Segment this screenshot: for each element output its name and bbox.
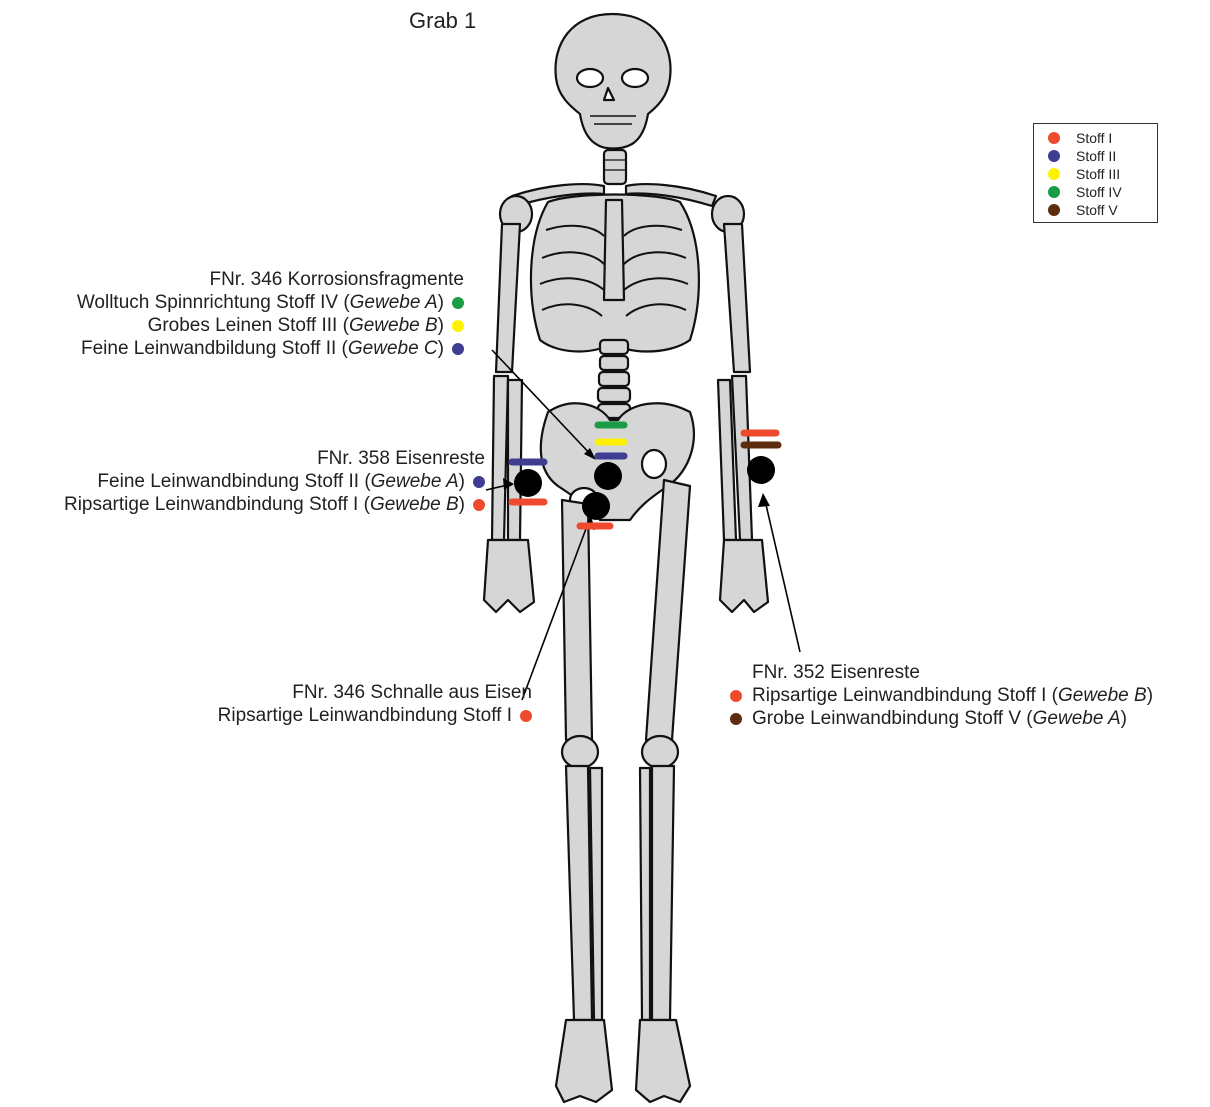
find-marker-fnr358	[514, 469, 542, 497]
stoff-color-dot	[520, 710, 532, 722]
legend-item: Stoff III	[1048, 165, 1157, 183]
annotation-line: Wolltuch Spinnrichtung Stoff IV (Gewebe …	[77, 291, 464, 314]
annotation-heading: FNr. 358 Eisenreste	[64, 447, 485, 470]
legend-label: Stoff III	[1076, 166, 1120, 182]
annotation-text: Feine Leinwandbildung Stoff II (Gewebe C…	[81, 337, 444, 360]
legend-item: Stoff II	[1048, 147, 1157, 165]
legend-label: Stoff I	[1076, 130, 1112, 146]
legend: Stoff I Stoff II Stoff III Stoff IV Stoff V	[1033, 123, 1158, 223]
stoff-color-dot	[730, 713, 742, 725]
legend-swatch	[1048, 186, 1060, 198]
stoff-color-dot	[452, 297, 464, 309]
annotation-line: Feine Leinwandbildung Stoff II (Gewebe C…	[77, 337, 464, 360]
legend-item: Stoff I	[1048, 129, 1157, 147]
annotation-line: Ripsartige Leinwandbindung Stoff I	[218, 704, 532, 727]
annotation-line: Ripsartige Leinwandbindung Stoff I (Gewe…	[64, 493, 485, 516]
stoff-color-dot	[452, 320, 464, 332]
annotation-text: Ripsartige Leinwandbindung Stoff I (Gewe…	[752, 684, 1153, 707]
stoff-color-dot	[730, 690, 742, 702]
annotation-heading: FNr. 346 Korrosionsfragmente	[77, 268, 464, 291]
stoff-color-dot	[452, 343, 464, 355]
legend-label: Stoff II	[1076, 148, 1116, 164]
legend-swatch	[1048, 204, 1060, 216]
legend-label: Stoff V	[1076, 202, 1118, 218]
annotation-heading: FNr. 352 Eisenreste	[730, 661, 1153, 684]
find-marker-fnr346-korrosion	[594, 462, 622, 490]
annotation-line: Feine Leinwandbindung Stoff II (Gewebe A…	[64, 470, 485, 493]
leader-line-fnr352	[764, 496, 800, 652]
annotation-text: Wolltuch Spinnrichtung Stoff IV (Gewebe …	[77, 291, 444, 314]
annotation-text: Ripsartige Leinwandbindung Stoff I	[218, 704, 512, 727]
find-marker-fnr346-schnalle	[582, 492, 610, 520]
annotation-heading: FNr. 346 Schnalle aus Eisen	[218, 681, 532, 704]
legend-item: Stoff V	[1048, 201, 1157, 219]
skull	[555, 14, 670, 149]
annotation-text: Grobe Leinwandbindung Stoff V (Gewebe A)	[752, 707, 1127, 730]
legend-swatch	[1048, 168, 1060, 180]
stoff-color-dot	[473, 476, 485, 488]
page-title: Grab 1	[409, 8, 476, 34]
find-marker-fnr352	[747, 456, 775, 484]
annotation-text: Feine Leinwandbindung Stoff II (Gewebe A…	[97, 470, 465, 493]
femur-left	[562, 500, 592, 740]
annotation-line: Grobes Leinen Stoff III (Gewebe B)	[77, 314, 464, 337]
annotation-line: Grobe Leinwandbindung Stoff V (Gewebe A)	[730, 707, 1153, 730]
stoff-color-dot	[473, 499, 485, 511]
annotation-line: Ripsartige Leinwandbindung Stoff I (Gewe…	[730, 684, 1153, 707]
spine	[598, 340, 630, 418]
legend-item: Stoff IV	[1048, 183, 1157, 201]
annotation-text: Grobes Leinen Stoff III (Gewebe B)	[148, 314, 444, 337]
legend-swatch	[1048, 132, 1060, 144]
legend-swatch	[1048, 150, 1060, 162]
arrow-head-fnr352	[758, 493, 770, 507]
legend-label: Stoff IV	[1076, 184, 1122, 200]
annotation-text: Ripsartige Leinwandbindung Stoff I (Gewe…	[64, 493, 465, 516]
femur-right	[646, 480, 690, 740]
